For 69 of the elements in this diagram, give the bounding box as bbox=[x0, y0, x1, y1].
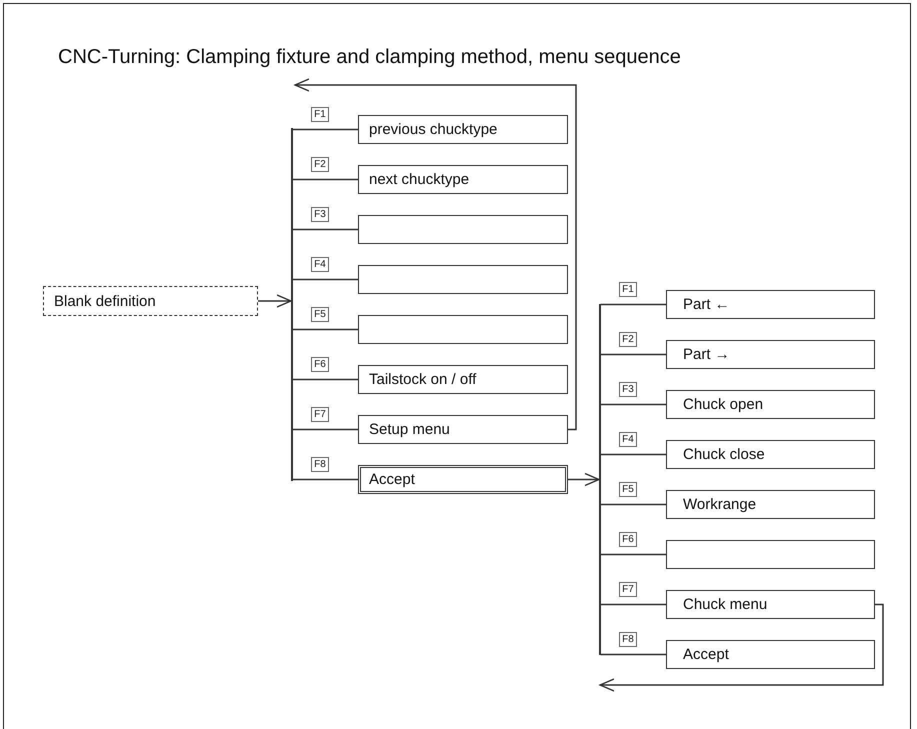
connector-line bbox=[600, 354, 666, 356]
menu-item-text: Chuck open bbox=[683, 396, 764, 413]
connector-line bbox=[292, 178, 358, 180]
menu-box bbox=[666, 390, 875, 419]
menu-item-text: Accept bbox=[683, 646, 729, 663]
menu-box bbox=[666, 340, 875, 369]
function-key-label: F5 bbox=[619, 482, 637, 497]
menu-box bbox=[358, 365, 568, 394]
menu-item-text: Chuck close bbox=[683, 446, 765, 463]
connector-line bbox=[600, 404, 666, 406]
function-key-label: F8 bbox=[311, 457, 329, 472]
menu-box bbox=[666, 290, 875, 319]
arrow bbox=[568, 472, 600, 486]
menu-item-text: next chucktype bbox=[369, 171, 470, 188]
connector-line bbox=[292, 478, 358, 480]
bus-line bbox=[599, 304, 600, 655]
menu-box bbox=[666, 440, 875, 469]
menu-box bbox=[666, 490, 875, 519]
function-key-label: F1 bbox=[619, 282, 637, 297]
menu-item-text: Workrange bbox=[683, 496, 756, 513]
menu-box bbox=[358, 115, 568, 144]
connector-line bbox=[600, 454, 666, 456]
menu-box bbox=[666, 640, 875, 669]
menu-item-text: Chuck menu bbox=[683, 596, 768, 613]
function-key-label: F3 bbox=[311, 207, 329, 222]
connector-line bbox=[600, 504, 666, 506]
connector-line bbox=[292, 228, 358, 230]
menu-box bbox=[358, 315, 568, 344]
function-key-label: F8 bbox=[619, 632, 637, 647]
arrow bbox=[258, 294, 292, 308]
menu-item-text: previous chucktype bbox=[369, 121, 498, 138]
menu-item-text: Tailstock on / off bbox=[369, 371, 476, 388]
function-key-label: F7 bbox=[619, 582, 637, 597]
bus-line bbox=[291, 128, 292, 481]
connector-line bbox=[600, 554, 666, 556]
menu-box bbox=[666, 590, 875, 619]
menu-box bbox=[666, 540, 875, 569]
menu-box bbox=[358, 165, 568, 194]
menu-item-text: Setup menu bbox=[369, 421, 450, 438]
connector-line bbox=[292, 428, 358, 430]
function-key-label: F2 bbox=[311, 157, 329, 172]
menu-item-text: Blank definition bbox=[54, 292, 156, 310]
menu-box bbox=[358, 215, 568, 244]
function-key-label: F3 bbox=[619, 382, 637, 397]
connector-line bbox=[292, 328, 358, 330]
function-key-label: F1 bbox=[311, 107, 329, 122]
dashed-box bbox=[43, 286, 258, 316]
function-key-label: F4 bbox=[619, 432, 637, 447]
function-key-label: F6 bbox=[311, 357, 329, 372]
function-key-label: F5 bbox=[311, 307, 329, 322]
function-key-label: F4 bbox=[311, 257, 329, 272]
arrow bbox=[294, 78, 577, 430]
connector-line bbox=[600, 604, 666, 606]
menu-box bbox=[358, 465, 568, 494]
arrow bbox=[599, 604, 884, 692]
connector-line bbox=[292, 128, 358, 130]
function-key-label: F7 bbox=[311, 407, 329, 422]
menu-box bbox=[358, 415, 568, 444]
menu-item-text: Accept bbox=[369, 471, 415, 488]
menu-item-text: Part ← bbox=[683, 296, 730, 313]
connector-line bbox=[600, 654, 666, 656]
connector-line bbox=[292, 278, 358, 280]
menu-box bbox=[358, 265, 568, 294]
function-key-label: F6 bbox=[619, 532, 637, 547]
function-key-label: F2 bbox=[619, 332, 637, 347]
connector-line bbox=[292, 378, 358, 380]
diagram-title: CNC-Turning: Clamping fixture and clamping method, menu sequence bbox=[58, 46, 681, 69]
connector-line bbox=[600, 304, 666, 306]
menu-item-text: Part → bbox=[683, 346, 730, 363]
